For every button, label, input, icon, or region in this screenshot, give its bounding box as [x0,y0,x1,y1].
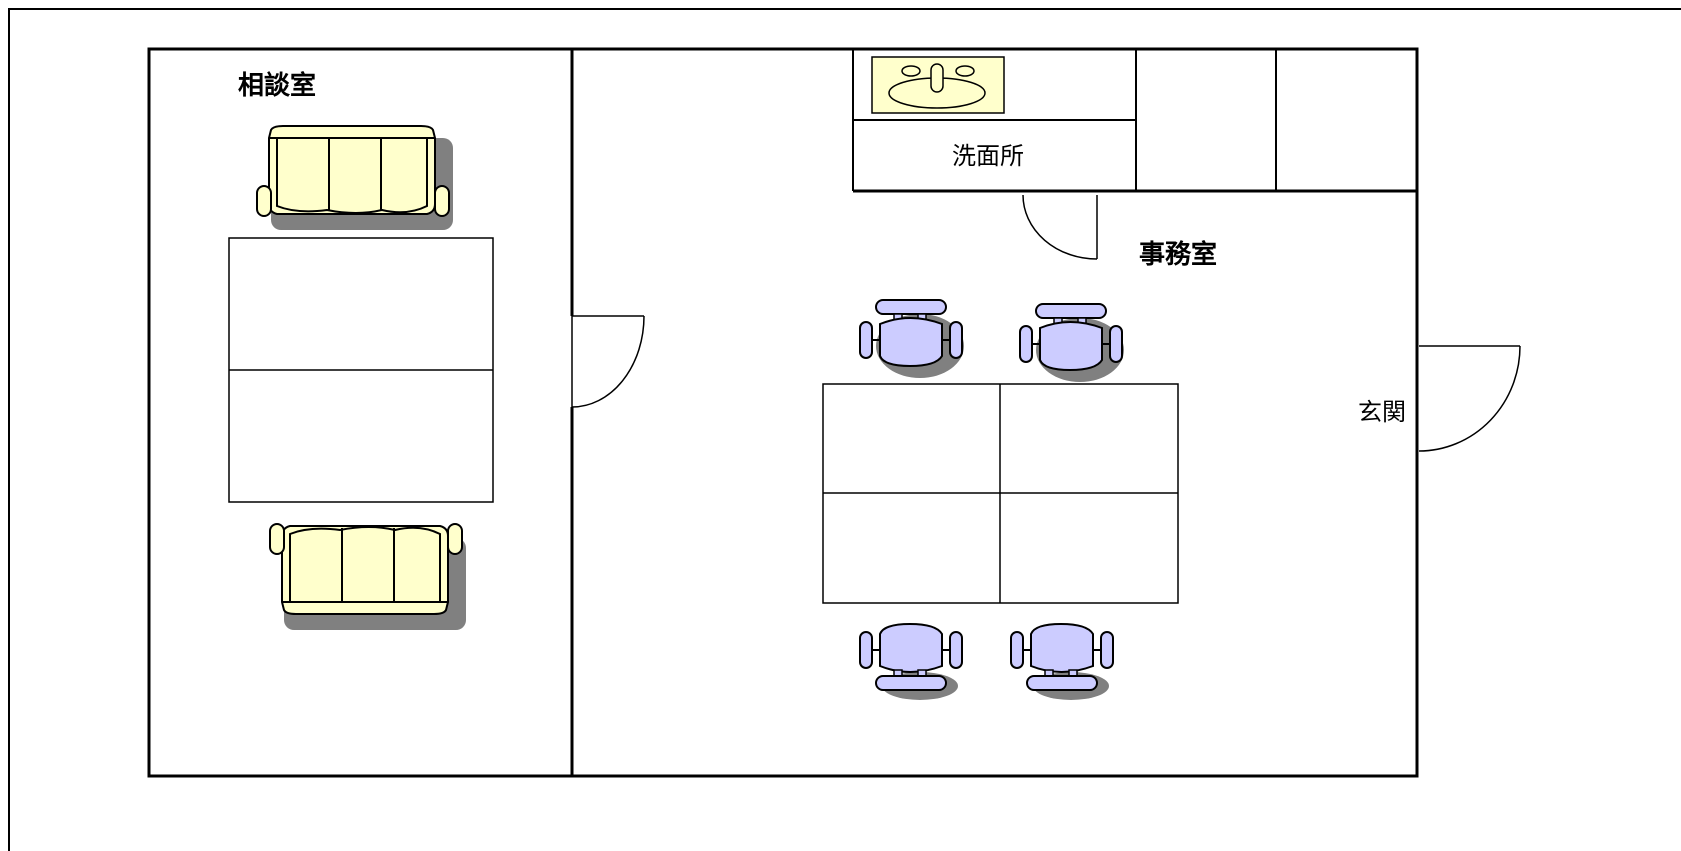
sofa-icon [269,523,467,631]
consultation-table [228,237,494,503]
entrance-door-icon [1418,345,1521,452]
chair-icon [859,299,965,379]
chair-icon [1010,623,1114,701]
office-room-label: 事務室 [1139,239,1217,270]
office-desks [822,383,1179,604]
chair-icon [859,623,963,701]
chair-icon [1019,303,1125,383]
entrance-label: 玄関 [1358,398,1406,426]
washroom-block [852,49,1417,193]
washroom-door-icon [1022,194,1098,260]
consultation-room-label: 相談室 [238,70,316,101]
consultation-door-icon [571,315,645,408]
sink-icon [871,56,1005,114]
page-border [8,8,1681,851]
washroom-label: 洗面所 [952,142,1024,170]
sofa-icon [256,125,454,231]
building-outline [147,47,1419,778]
